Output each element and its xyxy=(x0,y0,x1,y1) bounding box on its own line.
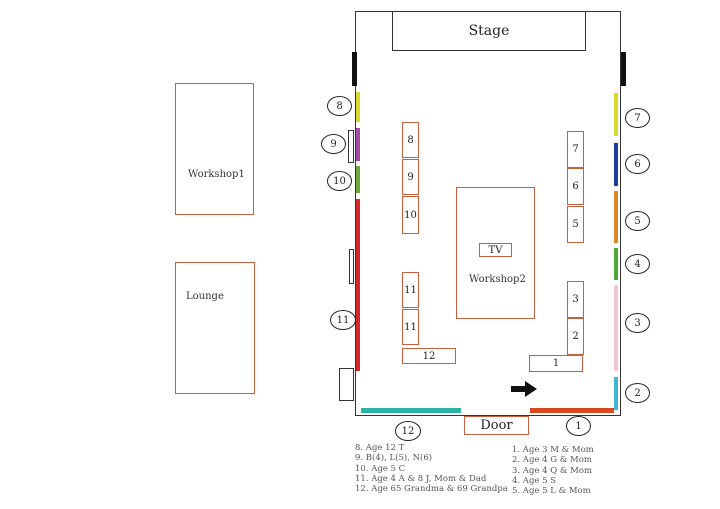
legend-item: 9. B(4), L(5), N(6) xyxy=(355,453,433,464)
table-8: 8 xyxy=(402,122,419,158)
wall-panel-1 xyxy=(348,130,354,163)
stage: Stage xyxy=(392,11,586,51)
workshop1-label: Workshop1 xyxy=(188,169,245,180)
door-label: Door xyxy=(480,418,513,433)
marker-9: 9 xyxy=(321,134,346,154)
table-10: 10 xyxy=(402,196,419,234)
lounge-room: Lounge xyxy=(175,262,255,394)
table-11b: 11 xyxy=(402,309,419,345)
marker-10: 10 xyxy=(327,171,352,191)
workshop1-room: Workshop1 xyxy=(175,83,254,215)
legend-item: 11. Age 4 A & 8 J, Mom & Dad xyxy=(355,473,487,484)
table-9: 9 xyxy=(402,159,419,195)
wall-segment-2 xyxy=(614,377,618,410)
legend-item: 8. Age 12 T xyxy=(355,443,405,453)
legend-item: 10. Age 5 C xyxy=(355,463,406,474)
marker-12: 12 xyxy=(395,421,421,441)
right-wall-block xyxy=(621,52,626,86)
marker-1: 1 xyxy=(566,416,591,436)
table-2: 2 xyxy=(567,318,584,355)
wall-segment-9 xyxy=(356,128,360,161)
table-7: 7 xyxy=(567,131,584,168)
table-3: 3 xyxy=(567,281,584,318)
marker-3: 3 xyxy=(625,313,650,333)
table-1: 1 xyxy=(529,355,583,372)
marker-4: 4 xyxy=(625,254,650,274)
legend-item: 2. Age 4 G & Mom xyxy=(512,455,592,466)
marker-2: 2 xyxy=(625,383,650,403)
legend-item: 3. Age 4 Q & Mom xyxy=(512,465,593,476)
door: Door xyxy=(464,416,529,435)
table-11a: 11 xyxy=(402,272,419,308)
marker-11: 11 xyxy=(330,310,356,330)
entrance-arrow-icon xyxy=(511,381,537,397)
marker-8: 8 xyxy=(327,96,352,116)
wall-segment-10 xyxy=(356,166,360,193)
tv-box: TV xyxy=(479,243,512,257)
table-6: 6 xyxy=(567,168,584,205)
legend-item: 12. Age 65 Grandma & 69 Grandpa xyxy=(355,484,508,495)
table-12: 12 xyxy=(402,348,456,364)
marker-6: 6 xyxy=(625,154,650,174)
wall-segment-11 xyxy=(356,199,360,371)
wall-segment-7 xyxy=(614,93,618,136)
wall-segment-8 xyxy=(356,92,360,122)
marker-5: 5 xyxy=(625,211,650,231)
legend-item: 5. Age 5 L & Mom xyxy=(512,486,591,497)
left-wall-block xyxy=(352,52,357,86)
wall-segment-4 xyxy=(614,248,618,280)
wall-panel-3 xyxy=(339,368,354,401)
workshop2-room: TV Workshop2 xyxy=(456,187,535,319)
legend-right: 1. Age 3 M & Mom 2. Age 4 G & Mom 3. Age… xyxy=(512,445,594,496)
workshop2-label: Workshop2 xyxy=(469,274,526,285)
lounge-label: Lounge xyxy=(186,291,224,302)
tv-label: TV xyxy=(488,244,503,256)
wall-panel-2 xyxy=(349,249,354,284)
table-5: 5 xyxy=(567,206,584,243)
legend-item: 1. Age 3 M & Mom xyxy=(512,445,594,455)
stage-label: Stage xyxy=(468,23,510,39)
legend-item: 4. Age 5 S xyxy=(512,475,557,486)
wall-segment-6 xyxy=(614,143,618,186)
legend-left: 8. Age 12 T 9. B(4), L(5), N(6) 10. Age … xyxy=(355,443,508,494)
wall-segment-5 xyxy=(614,191,618,243)
marker-7: 7 xyxy=(625,108,650,128)
wall-segment-12 xyxy=(361,408,461,413)
wall-segment-1 xyxy=(530,408,614,413)
wall-segment-3 xyxy=(614,285,618,371)
